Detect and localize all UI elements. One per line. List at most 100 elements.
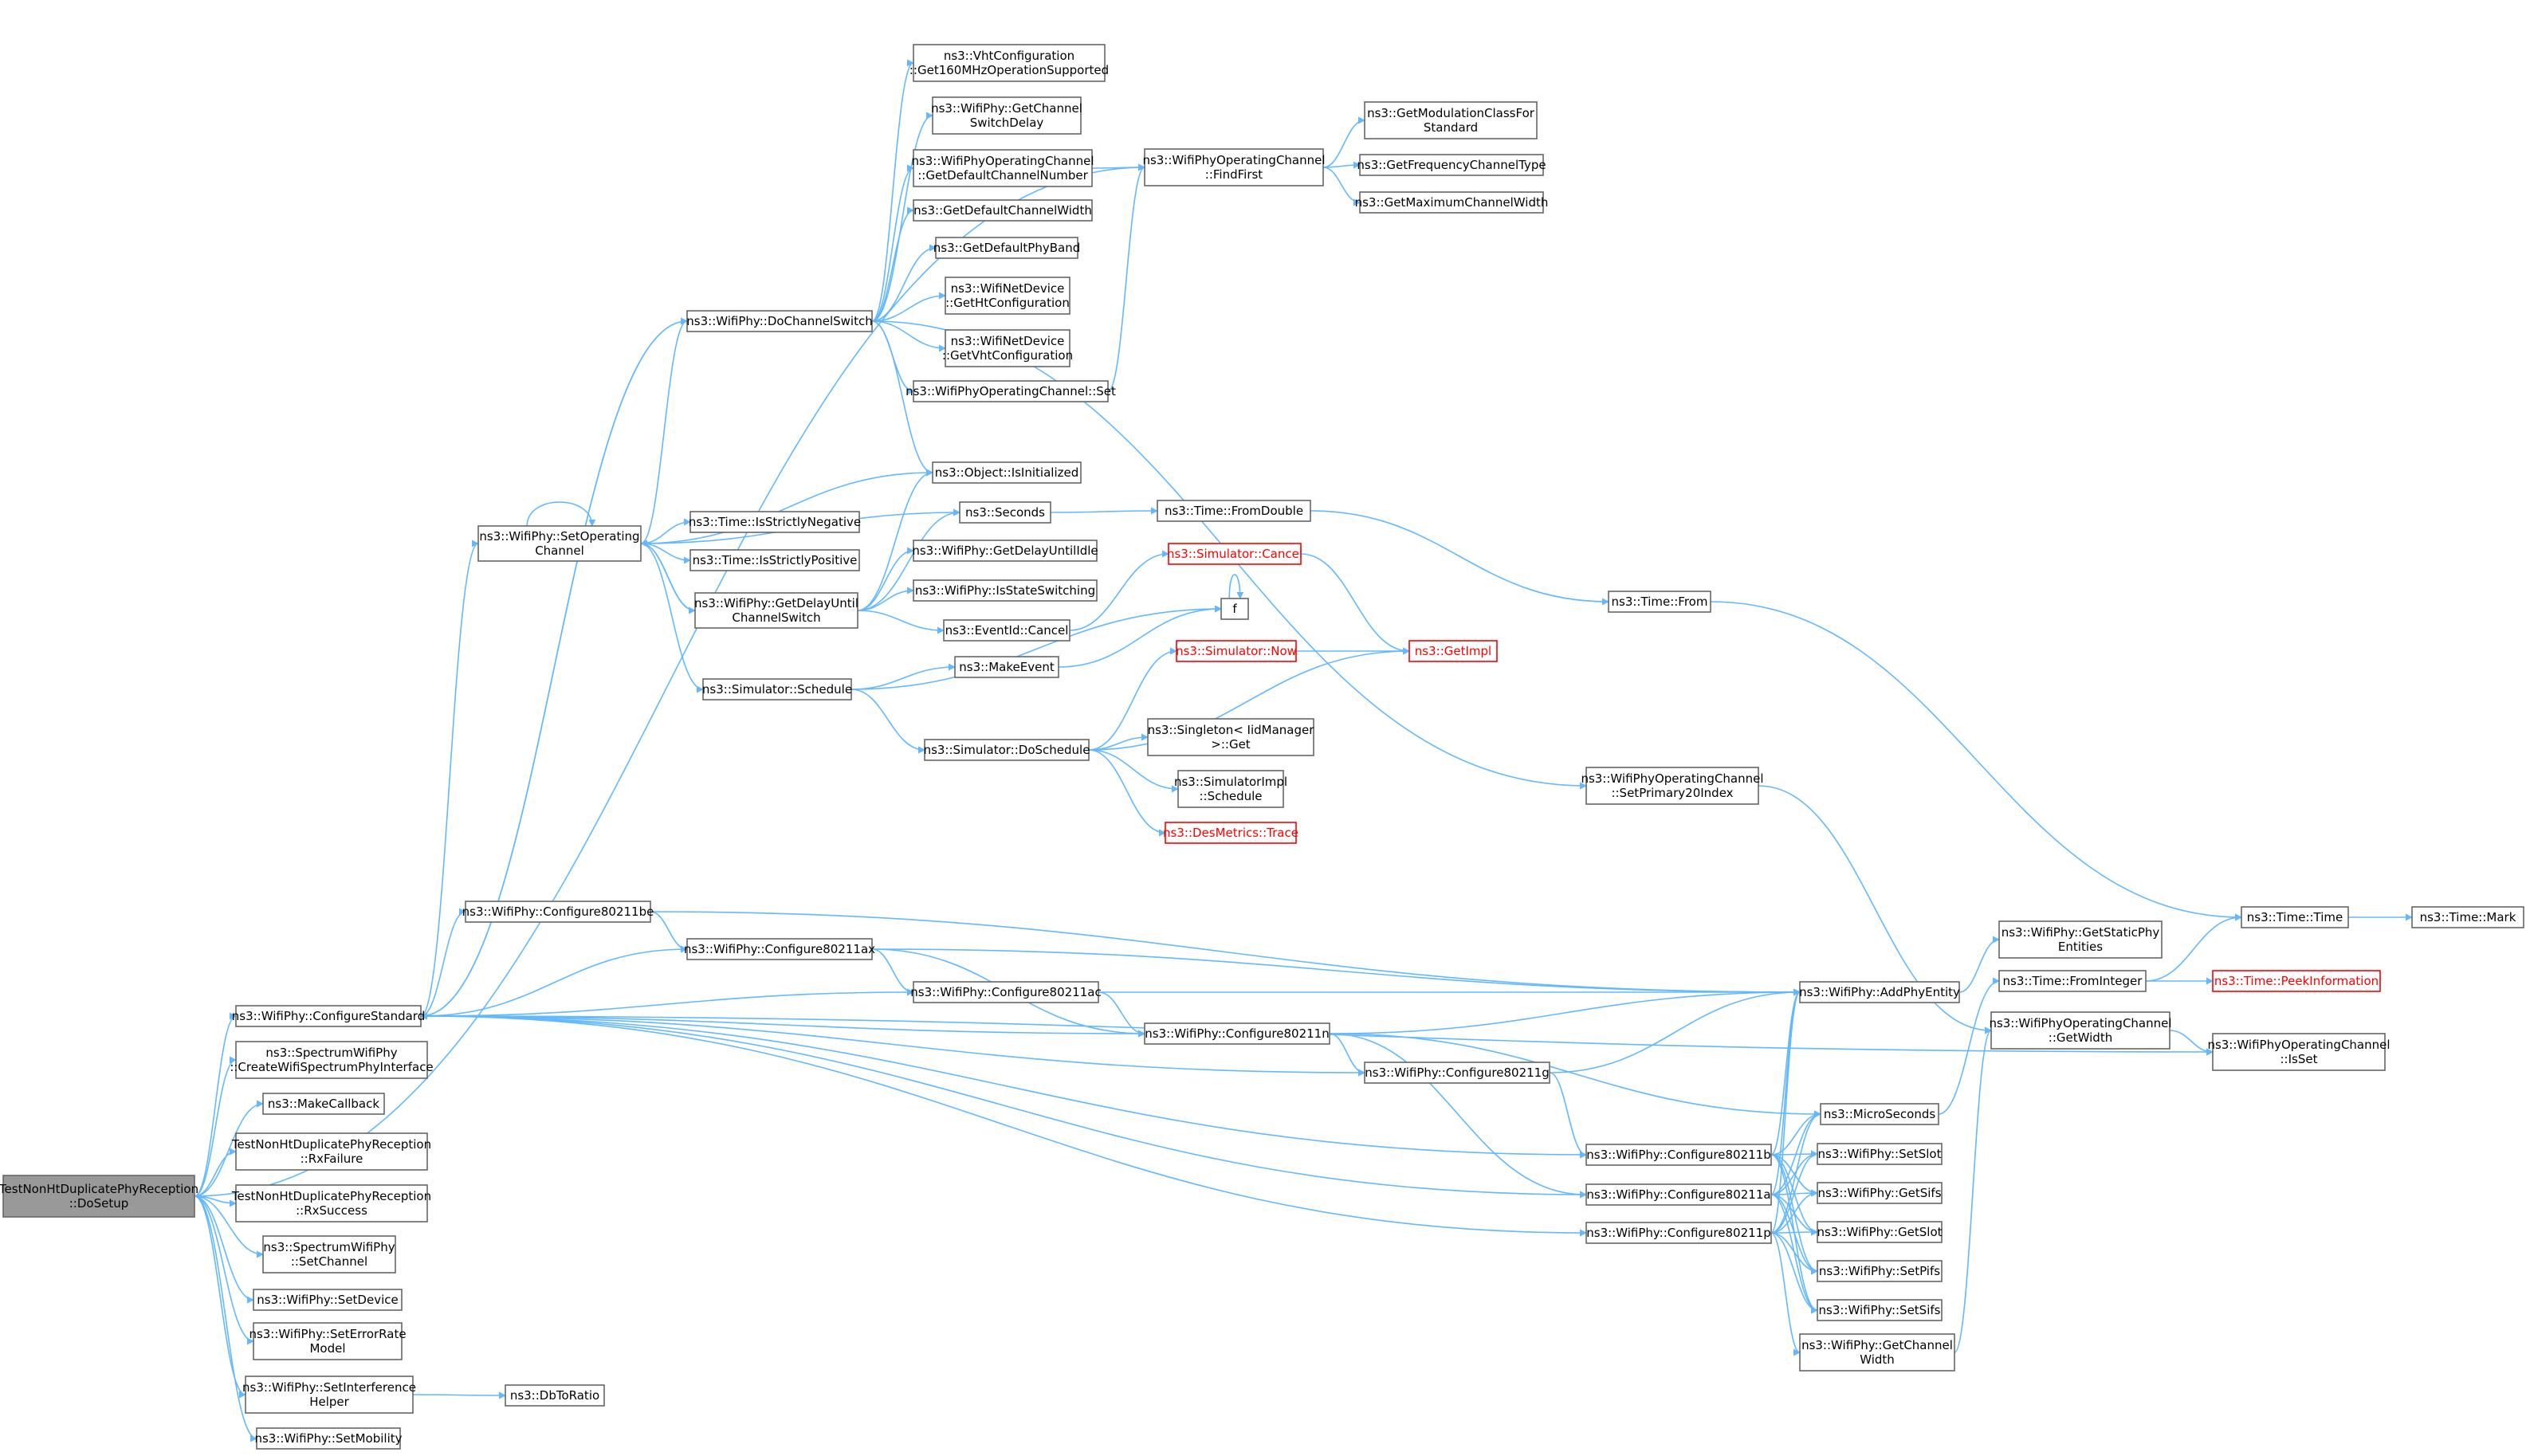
graph-node-createIf[interactable]: ns3::SpectrumWifiPhy::CreateWifiSpectrum… bbox=[230, 1041, 434, 1079]
graph-node-timeFrom[interactable]: ns3::Time::From bbox=[1608, 591, 1711, 613]
graph-node-makeCb[interactable]: ns3::MakeCallback bbox=[262, 1093, 385, 1115]
graph-node-rxSucc[interactable]: TestNonHtDuplicatePhyReception::RxSucces… bbox=[231, 1184, 431, 1222]
node-label: ::IsSet bbox=[2280, 1052, 2318, 1066]
graph-node-opChSet[interactable]: ns3::WifiPhyOperatingChannel::Set bbox=[906, 380, 1116, 402]
graph-node-getDefBand[interactable]: ns3::GetDefaultPhyBand bbox=[933, 237, 1080, 259]
graph-node-schedule[interactable]: ns3::Simulator::Schedule bbox=[702, 678, 852, 701]
graph-node-getFreqType[interactable]: ns3::GetFrequencyChannelType bbox=[1357, 154, 1546, 176]
graph-node-c80211b[interactable]: ns3::WifiPhy::Configure80211b bbox=[1585, 1144, 1772, 1166]
edge-layer bbox=[194, 59, 2413, 1442]
graph-node-setSifs[interactable]: ns3::WifiPhy::SetSifs bbox=[1817, 1299, 1943, 1321]
edge-c80211g-to-c80211b bbox=[1549, 1072, 1587, 1159]
graph-node-c80211g[interactable]: ns3::WifiPhy::Configure80211g bbox=[1364, 1062, 1550, 1084]
node-box bbox=[253, 1289, 403, 1311]
graph-node-root[interactable]: TestNonHtDuplicatePhyReception::DoSetup bbox=[0, 1175, 198, 1218]
edge-c80211a-to-addPhy bbox=[1770, 988, 1801, 1195]
edge-fromInteger-to-timeTime bbox=[2145, 913, 2242, 982]
graph-node-fromInteger[interactable]: ns3::Time::FromInteger bbox=[1998, 970, 2147, 992]
graph-node-c80211a[interactable]: ns3::WifiPhy::Configure80211a bbox=[1585, 1183, 1772, 1206]
edge-opChSet-to-findFirst bbox=[1107, 163, 1145, 392]
graph-node-getDefChNum[interactable]: ns3::WifiPhyOperatingChannel::GetDefault… bbox=[911, 149, 1094, 187]
graph-node-setDev[interactable]: ns3::WifiPhy::SetDevice bbox=[253, 1289, 403, 1311]
graph-node-rxFail[interactable]: TestNonHtDuplicatePhyReception::RxFailur… bbox=[231, 1132, 431, 1171]
graph-node-c80211ac[interactable]: ns3::WifiPhy::Configure80211ac bbox=[910, 981, 1102, 1003]
graph-node-peekInfo[interactable]: ns3::Time::PeekInformation bbox=[2212, 970, 2381, 992]
edge-addPhy-to-getStaticPhy bbox=[1958, 936, 2000, 993]
node-label: TestNonHtDuplicatePhyReception bbox=[231, 1189, 431, 1203]
graph-node-addPhy[interactable]: ns3::WifiPhy::AddPhyEntity bbox=[1799, 981, 1960, 1003]
graph-node-evCancel[interactable]: ns3::EventId::Cancel bbox=[943, 619, 1071, 642]
graph-node-c80211p[interactable]: ns3::WifiPhy::Configure80211p bbox=[1585, 1222, 1772, 1244]
graph-node-opGetWidth[interactable]: ns3::WifiPhyOperatingChannel::GetWidth bbox=[1989, 1011, 2172, 1050]
graph-node-getDelayIdle[interactable]: ns3::WifiPhy::GetDelayUntilIdle bbox=[912, 540, 1098, 562]
node-label: ns3::WifiPhy::GetChannel bbox=[1801, 1338, 1953, 1352]
graph-node-isNeg[interactable]: ns3::Time::IsStrictlyNegative bbox=[689, 511, 861, 533]
graph-node-isSwitching[interactable]: ns3::WifiPhy::IsStateSwitching bbox=[913, 579, 1098, 602]
graph-node-findFirst[interactable]: ns3::WifiPhyOperatingChannel::FindFirst bbox=[1142, 148, 1326, 186]
node-box bbox=[256, 1427, 401, 1450]
graph-node-setPifs[interactable]: ns3::WifiPhy::SetPifs bbox=[1817, 1260, 1943, 1282]
graph-node-setChan[interactable]: ns3::SpectrumWifiPhy::SetChannel bbox=[262, 1235, 396, 1274]
graph-node-vht160[interactable]: ns3::VhtConfiguration::Get160MHzOperatio… bbox=[909, 44, 1109, 82]
node-label: ns3::Simulator::Now bbox=[1176, 644, 1297, 658]
graph-node-getImpl[interactable]: ns3::GetImpl bbox=[1408, 640, 1498, 662]
edge-configStd-to-c80211ax bbox=[420, 945, 688, 1017]
node-box bbox=[913, 199, 1093, 222]
node-label: ns3::EventId::Cancel bbox=[945, 623, 1069, 638]
graph-node-seconds[interactable]: ns3::Seconds bbox=[959, 501, 1051, 524]
node-box bbox=[1364, 1062, 1550, 1084]
node-label: ns3::Time::Mark bbox=[2420, 910, 2516, 924]
node-box bbox=[913, 380, 1109, 402]
graph-node-simImplSched[interactable]: ns3::SimulatorImpl::Schedule bbox=[1174, 770, 1287, 808]
graph-node-isPos[interactable]: ns3::Time::IsStrictlyPositive bbox=[689, 549, 860, 571]
edge-root-to-rxFail bbox=[194, 1148, 237, 1197]
graph-node-timeMark[interactable]: ns3::Time::Mark bbox=[2411, 906, 2524, 928]
node-label: ns3::WifiPhy::SetPifs bbox=[1819, 1264, 1940, 1278]
edge-root-to-setChan bbox=[194, 1195, 264, 1258]
graph-node-getVhtCfg[interactable]: ns3::WifiNetDevice::GetVhtConfiguration bbox=[942, 329, 1073, 367]
graph-node-f[interactable]: f bbox=[1220, 598, 1249, 620]
edge-getDelay-to-setOpCh bbox=[640, 540, 696, 611]
graph-node-timeTime[interactable]: ns3::Time::Time bbox=[2241, 906, 2349, 928]
edge-c80211p-to-micro bbox=[1770, 1110, 1821, 1234]
graph-node-dbToRatio[interactable]: ns3::DbToRatio bbox=[505, 1384, 605, 1407]
graph-node-micro[interactable]: ns3::MicroSeconds bbox=[1820, 1103, 1939, 1125]
node-label: ns3::MakeEvent bbox=[959, 660, 1055, 674]
edge-doChSw-to-getVhtCfg bbox=[871, 320, 946, 352]
edge-c80211b-to-setSlot bbox=[1770, 1150, 1818, 1158]
graph-node-setMob[interactable]: ns3::WifiPhy::SetMobility bbox=[254, 1427, 403, 1450]
graph-node-doSchedule[interactable]: ns3::Simulator::DoSchedule bbox=[924, 739, 1090, 761]
graph-node-setSlot[interactable]: ns3::WifiPhy::SetSlot bbox=[1817, 1143, 1943, 1165]
graph-node-getDefChW[interactable]: ns3::GetDefaultChannelWidth bbox=[913, 199, 1093, 222]
graph-node-doChSw[interactable]: ns3::WifiPhy::DoChannelSwitch bbox=[686, 310, 873, 332]
graph-node-simCancel[interactable]: ns3::Simulator::Cancel bbox=[1167, 543, 1302, 565]
graph-node-getMaxW[interactable]: ns3::GetMaximumChannelWidth bbox=[1355, 191, 1549, 214]
graph-node-getSlot[interactable]: ns3::WifiPhy::GetSlot bbox=[1817, 1221, 1943, 1243]
edge-getDelay-to-seconds bbox=[857, 508, 961, 611]
graph-node-c80211n[interactable]: ns3::WifiPhy::Configure80211n bbox=[1144, 1022, 1330, 1045]
graph-node-makeEvent[interactable]: ns3::MakeEvent bbox=[954, 656, 1059, 678]
graph-node-isInit[interactable]: ns3::Object::IsInitialized bbox=[932, 461, 1082, 484]
node-box bbox=[686, 938, 873, 960]
graph-node-c80211be[interactable]: ns3::WifiPhy::Configure80211be bbox=[462, 901, 654, 923]
edge-schedule-to-f bbox=[851, 605, 1222, 690]
graph-node-c80211ax[interactable]: ns3::WifiPhy::Configure80211ax bbox=[684, 938, 875, 960]
graph-node-fromDouble[interactable]: ns3::Time::FromDouble bbox=[1157, 500, 1311, 522]
graph-node-singleton[interactable]: ns3::Singleton< IidManager >::Get bbox=[1147, 718, 1315, 756]
graph-node-getHtCfg[interactable]: ns3::WifiNetDevice::GetHtConfiguration bbox=[945, 277, 1071, 315]
node-label: f bbox=[1232, 602, 1237, 616]
graph-node-configStd[interactable]: ns3::WifiPhy::ConfigureStandard bbox=[232, 1005, 425, 1027]
graph-node-simNow[interactable]: ns3::Simulator::Now bbox=[1176, 640, 1297, 662]
graph-node-desTrace[interactable]: ns3::DesMetrics::Trace bbox=[1163, 822, 1298, 844]
graph-node-setPrim20[interactable]: ns3::WifiPhyOperatingChannel::SetPrimary… bbox=[1581, 767, 1764, 805]
graph-node-getSifs[interactable]: ns3::WifiPhy::GetSifs bbox=[1817, 1182, 1943, 1204]
graph-node-isSet[interactable]: ns3::WifiPhyOperatingChannel::IsSet bbox=[2207, 1033, 2390, 1071]
